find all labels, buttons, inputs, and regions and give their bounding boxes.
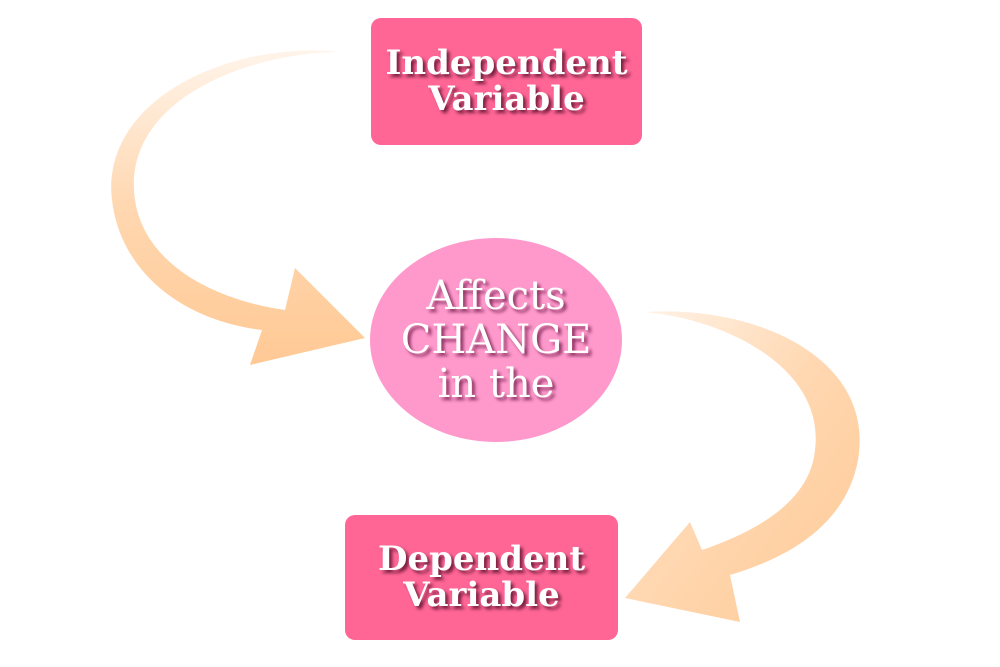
top-box-line2: Variable: [428, 78, 585, 119]
middle-line1: Affects: [426, 273, 566, 319]
arrow-left: [111, 50, 366, 365]
top-box-line1: Independent: [385, 42, 628, 83]
dependent-variable-box: Dependent Variable: [345, 515, 618, 640]
affects-change-ellipse: Affects CHANGE in the: [370, 238, 622, 442]
arrow-right: [625, 311, 860, 622]
middle-line2: CHANGE: [400, 317, 592, 363]
bottom-box-line1: Dependent: [377, 538, 586, 579]
independent-variable-box: Independent Variable: [371, 18, 642, 145]
bottom-box-line2: Variable: [403, 574, 560, 615]
middle-line3: in the: [437, 361, 555, 407]
